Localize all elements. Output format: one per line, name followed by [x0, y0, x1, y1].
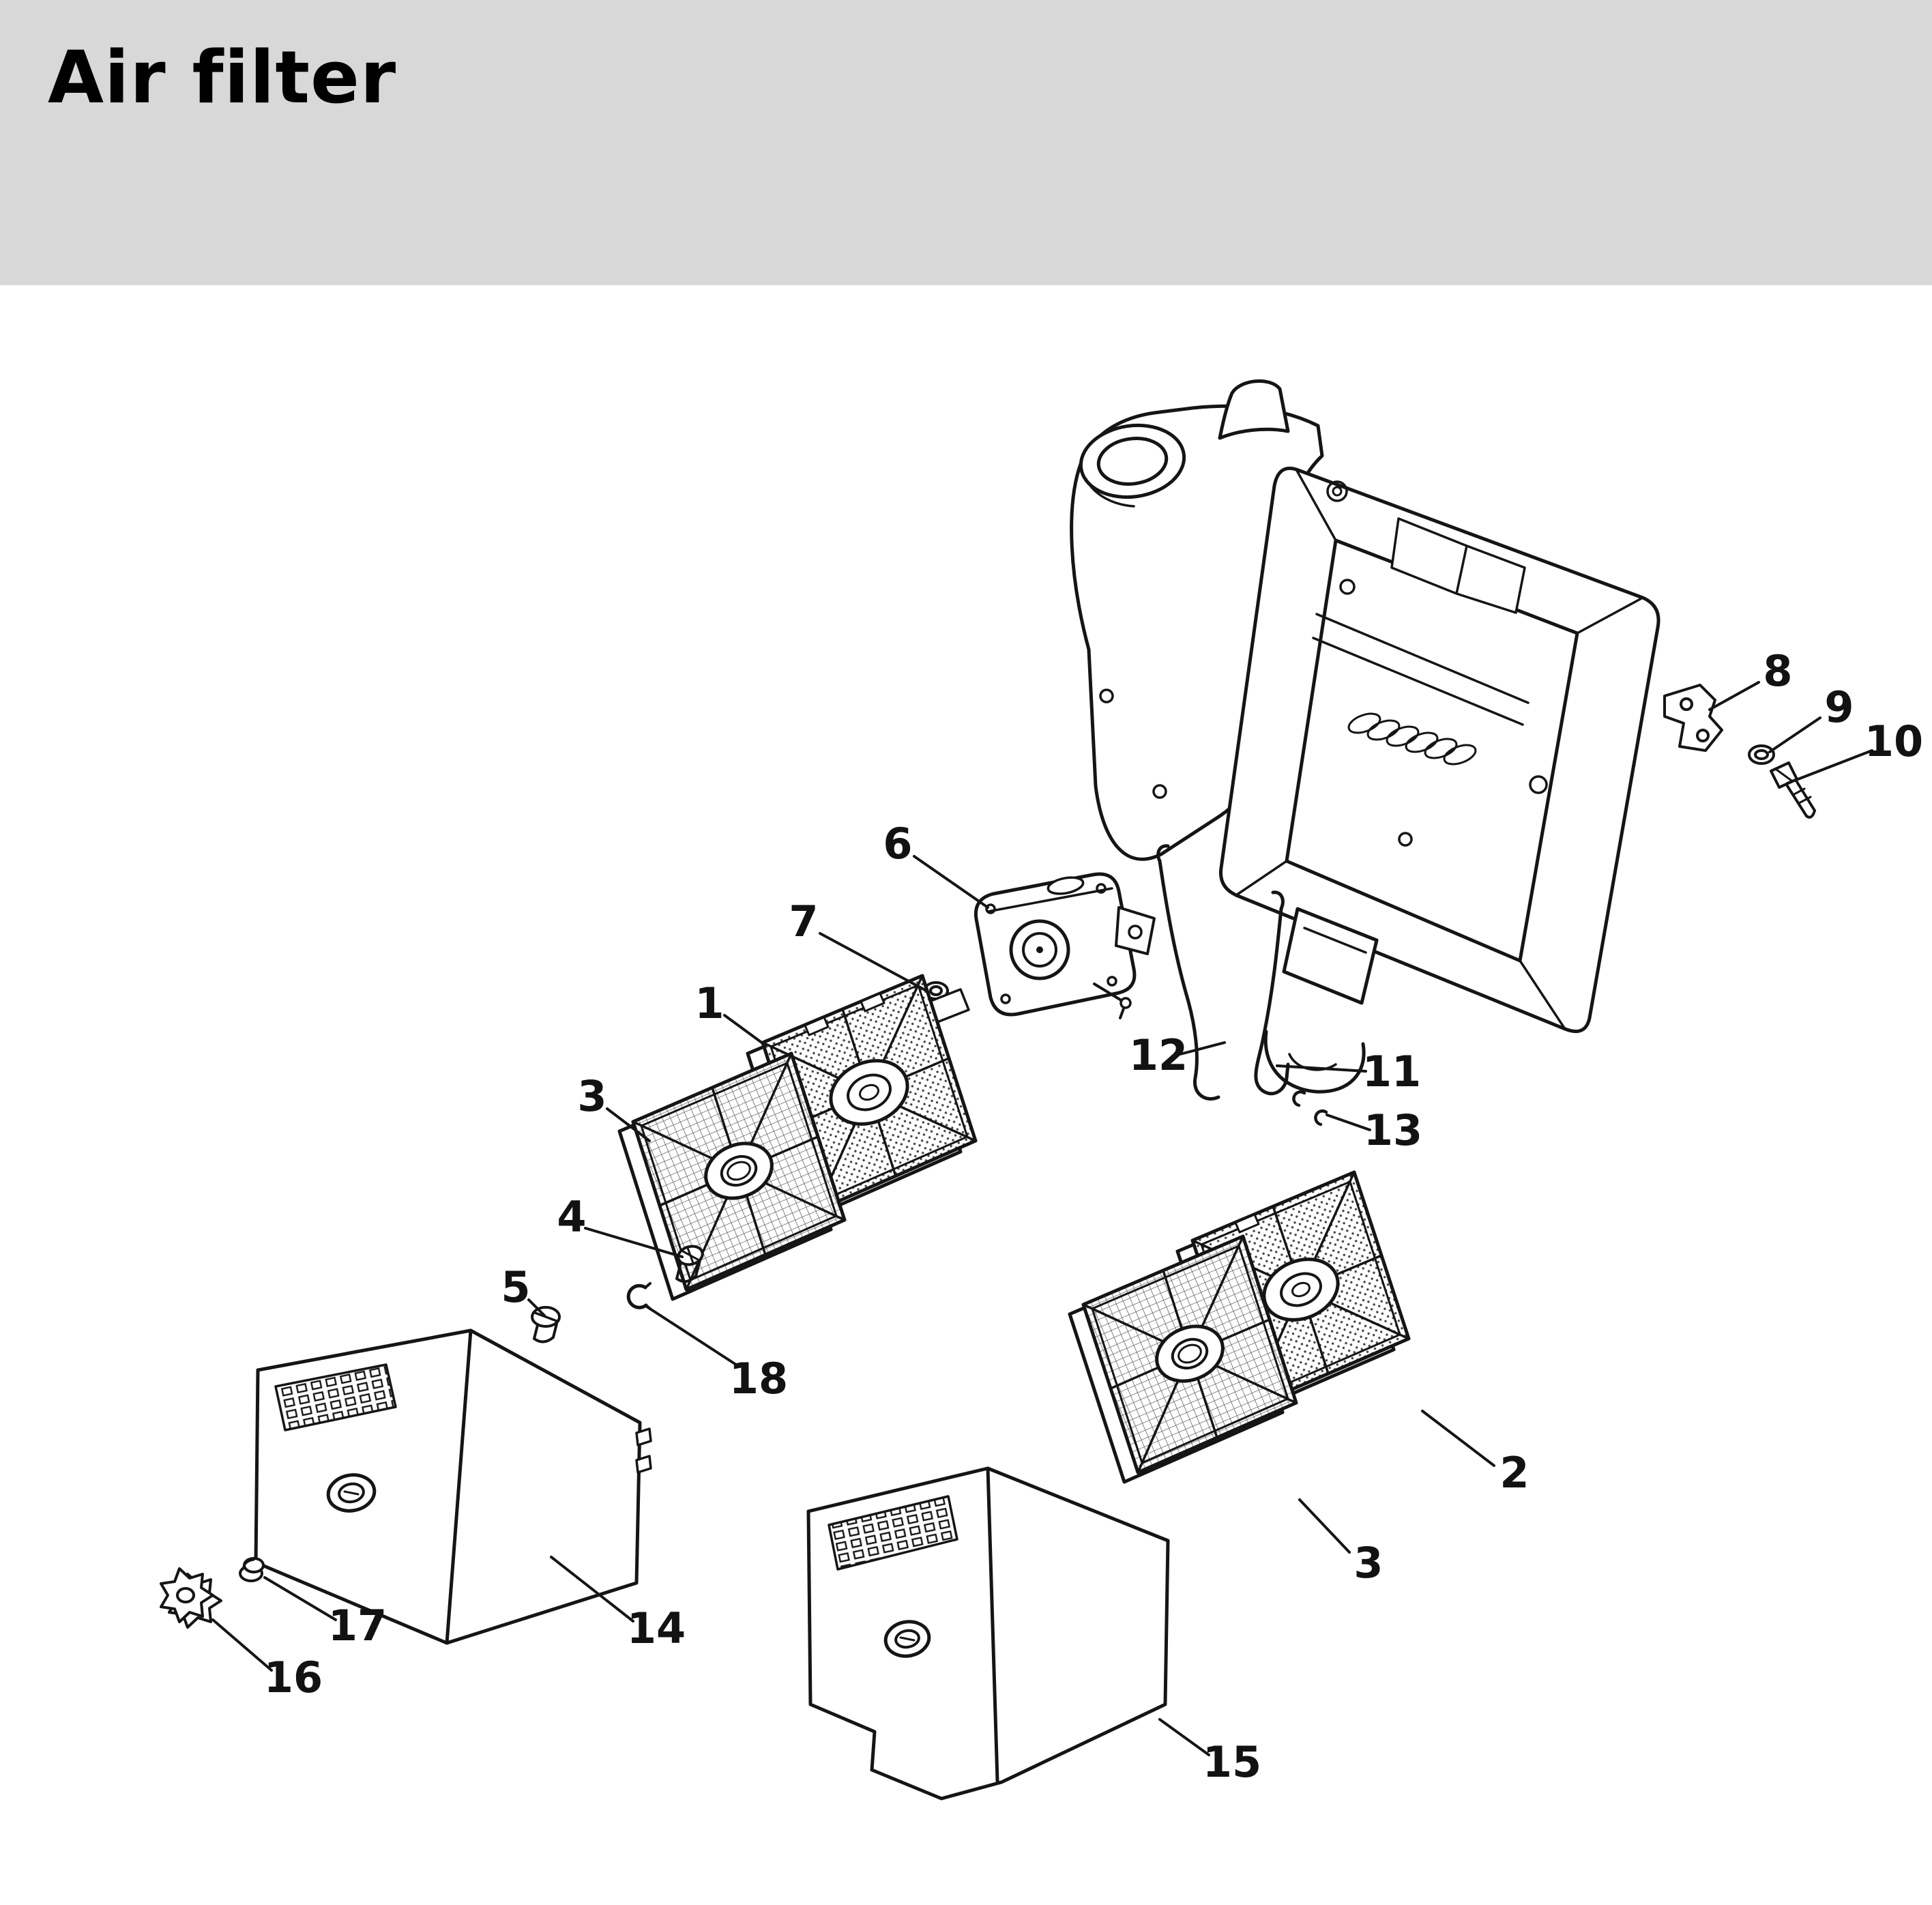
callout-4: 4 — [557, 1192, 586, 1242]
carburetor — [974, 872, 1156, 1019]
page-title: Air filter — [48, 35, 397, 119]
callout-13: 13 — [1364, 1105, 1422, 1155]
mesh-filter-3-left — [617, 1051, 847, 1301]
bracket-part-8 — [1663, 684, 1723, 752]
callout-5: 5 — [501, 1262, 530, 1312]
callout-3-right: 3 — [1353, 1538, 1383, 1588]
callout-15: 15 — [1203, 1737, 1261, 1787]
spring-washer-17 — [239, 1557, 265, 1582]
e-clip-18 — [626, 1282, 652, 1311]
callout-17: 17 — [328, 1601, 387, 1650]
callout-6: 6 — [883, 819, 912, 869]
callout-18: 18 — [729, 1354, 788, 1404]
callout-1: 1 — [694, 978, 724, 1028]
callout-10: 10 — [1864, 716, 1923, 766]
callout-2: 2 — [1499, 1448, 1529, 1498]
cover-grille-vents — [828, 1495, 958, 1571]
callout-8: 8 — [1763, 646, 1792, 696]
filter-cover-15 — [806, 1466, 1170, 1801]
screw-5 — [531, 1306, 561, 1343]
callout-7: 7 — [789, 897, 818, 946]
screw-4 — [675, 1245, 704, 1283]
clip-13 — [1292, 1090, 1328, 1126]
twist-lock-knob-16 — [160, 1567, 222, 1629]
callout-3-left: 3 — [577, 1071, 606, 1121]
screw-10 — [1770, 761, 1816, 819]
mesh-filter-3-right — [1068, 1234, 1298, 1484]
callout-9: 9 — [1824, 682, 1854, 732]
spring-coil — [1347, 712, 1477, 766]
callout-11: 11 — [1362, 1047, 1421, 1096]
filter-cover-14 — [254, 1328, 652, 1645]
callout-16: 16 — [264, 1653, 323, 1702]
leader-lines — [211, 681, 1873, 1756]
washer-9 — [1748, 744, 1775, 765]
header-band: Air filter — [0, 0, 1932, 285]
callout-numbers: 1 3 4 5 18 6 7 12 11 13 2 3 15 14 16 17 … — [264, 646, 1923, 1787]
callout-12: 12 — [1129, 1030, 1188, 1080]
callout-14: 14 — [627, 1603, 686, 1653]
choke-rod-wires — [1156, 844, 1328, 1126]
cover-grille-vents — [274, 1363, 397, 1431]
tank-housing — [1070, 379, 1660, 1094]
